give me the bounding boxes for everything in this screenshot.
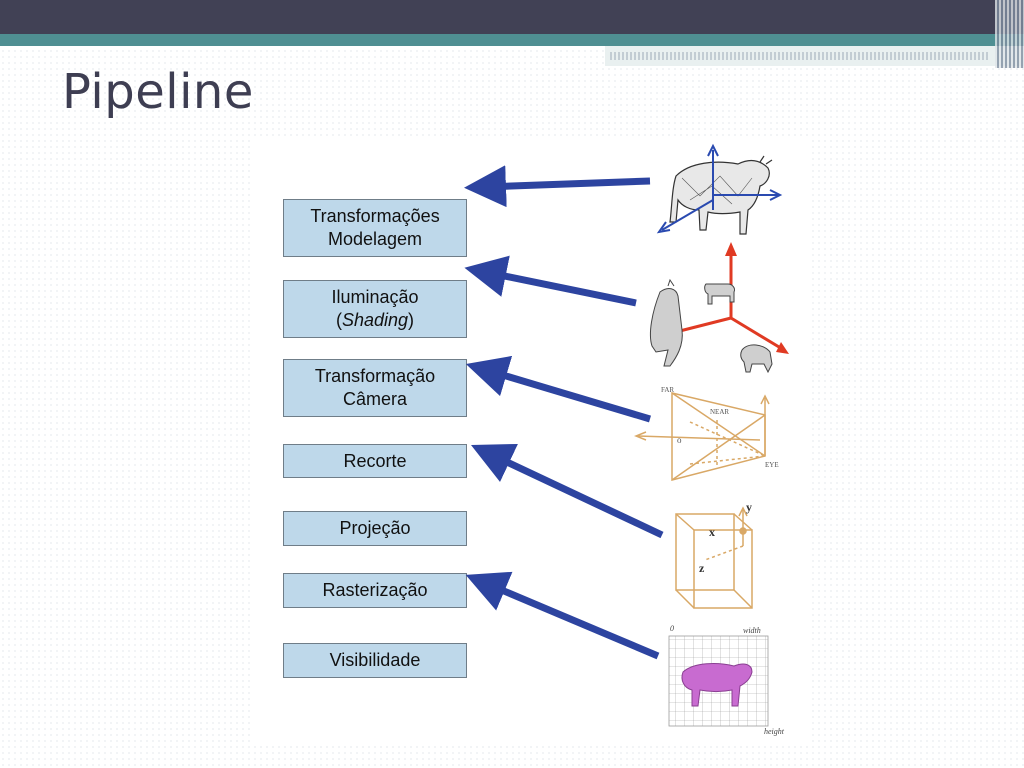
stage-box-lighting: Iluminação (Shading) xyxy=(283,280,467,338)
frustum-eye-label: EYE xyxy=(765,461,779,469)
slide-accent-bar xyxy=(0,34,1024,46)
slide-title: Pipeline xyxy=(62,64,254,120)
stage-label-line2: Modelagem xyxy=(327,229,423,249)
stage-label-line2: (Shading) xyxy=(335,310,415,330)
stage-label: Visibilidade xyxy=(329,650,421,670)
cube-z-label: z xyxy=(699,561,705,575)
raster-height-label: height xyxy=(764,727,785,736)
frustum-origin-label: o xyxy=(677,435,682,445)
stage-box-rasterization: Rasterização xyxy=(283,573,467,608)
frustum-near-label: NEAR xyxy=(710,408,729,416)
stage-box-modeling-transforms: Transformações Modelagem xyxy=(283,199,467,257)
clip-volume-cube-icon: y x z xyxy=(675,500,753,609)
arrow-to-lighting xyxy=(464,255,637,307)
arrow-to-modeling xyxy=(464,165,651,208)
stage-box-clipping: Recorte xyxy=(283,444,467,478)
raster-grid-icon: 0 width height xyxy=(668,624,785,736)
arrow-to-rasterization xyxy=(465,571,660,660)
stage-label-line1: Transformação xyxy=(314,366,436,386)
slide-corner-stripes xyxy=(995,0,1024,68)
stage-label-line2: Câmera xyxy=(342,389,408,409)
stage-label-line1: Transformações xyxy=(310,206,440,226)
stage-box-camera-transform: Transformação Câmera xyxy=(283,359,467,417)
raster-width-label: width xyxy=(743,626,761,635)
stage-label-line1: Iluminação xyxy=(331,287,419,307)
slide-top-bar xyxy=(0,0,1024,34)
stage-box-visibility: Visibilidade xyxy=(283,643,467,678)
arrow-to-camera xyxy=(465,355,652,423)
wireframe-cow-icon xyxy=(656,143,783,235)
stage-label: Recorte xyxy=(343,450,407,471)
stage-label: Projeção xyxy=(339,518,411,538)
stage-box-projection: Projeção xyxy=(283,511,467,546)
shaded-cows-icon xyxy=(649,242,789,374)
cube-y-label: y xyxy=(746,500,752,514)
slide-dotted-line xyxy=(610,52,990,60)
camera-frustum-icon: FAR NEAR EYE o xyxy=(633,386,779,481)
arrow-group xyxy=(464,165,664,660)
frustum-far-label: FAR xyxy=(661,386,674,394)
cube-x-label: x xyxy=(709,525,715,539)
raster-zero-label: 0 xyxy=(670,624,674,633)
stage-label: Rasterização xyxy=(322,580,428,600)
arrow-to-clipping xyxy=(471,443,664,539)
